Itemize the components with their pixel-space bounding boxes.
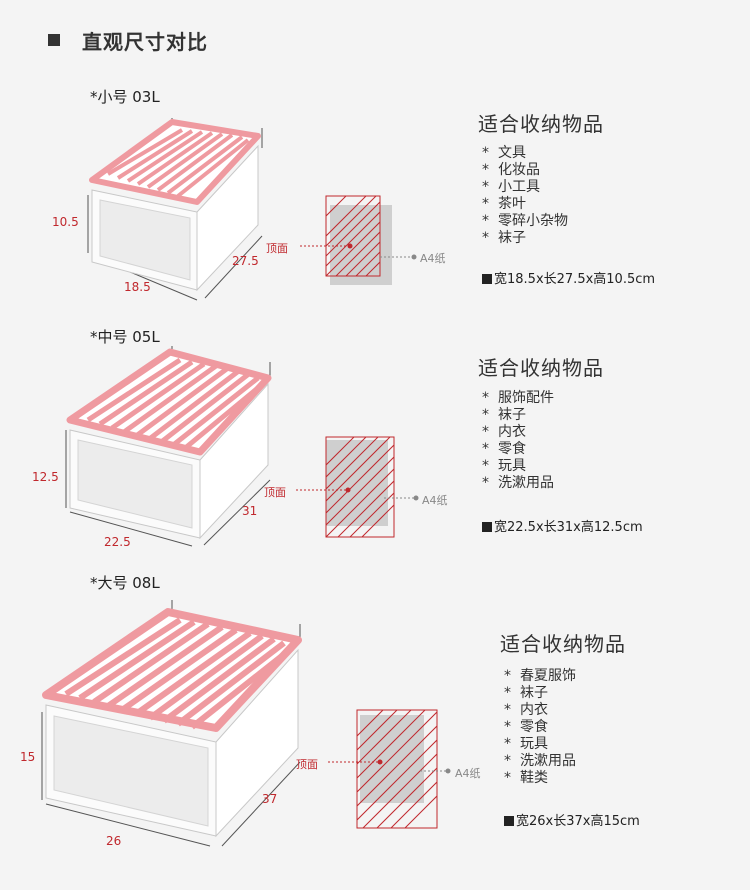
suitable-items-list: *服饰配件 *袜子 *内衣 *零食 *玩具 *洗漱用品 [482, 390, 554, 492]
width-dimension: 18.5 [124, 280, 151, 294]
list-item: *玩具 [482, 458, 526, 474]
list-item: *文具 [482, 145, 526, 161]
depth-dimension: 31 [242, 504, 258, 518]
a4-paper-rect [360, 715, 424, 803]
height-dimension: 12.5 [32, 470, 59, 484]
list-item: *内衣 [482, 424, 526, 440]
top-face-label: 顶面 [266, 242, 288, 255]
size-label: *中号 05L [90, 328, 160, 346]
suitable-items-list: *春夏服饰 *袜子 *内衣 *零食 *玩具 *洗漱用品 *鞋类 [504, 668, 576, 787]
dimension-spec: 宽26x长37x高15cm [504, 810, 640, 829]
top-face-rect [325, 436, 395, 538]
list-item: *零碎小杂物 [482, 213, 568, 229]
list-item: *鞋类 [504, 770, 548, 786]
top-face-label: 顶面 [264, 486, 286, 499]
suitable-items-title: 适合收纳物品 [500, 632, 626, 656]
list-item: *玩具 [504, 736, 548, 752]
a4-paper-label: A4纸 [455, 767, 481, 780]
a4-paper-label: A4纸 [422, 494, 448, 507]
spec-bullet-icon [482, 274, 492, 284]
suitable-items-title: 适合收纳物品 [478, 112, 604, 136]
list-item: *内衣 [504, 702, 548, 718]
width-dimension: 26 [106, 834, 122, 848]
page-title: 直观尺寸对比 [82, 30, 208, 54]
depth-dimension: 37 [262, 792, 278, 806]
dimension-spec: 宽22.5x长31x高12.5cm [482, 516, 643, 535]
list-item: *袜子 [482, 407, 526, 423]
top-face-label: 顶面 [296, 758, 318, 771]
list-item: *春夏服饰 [504, 668, 576, 684]
list-item: *小工具 [482, 179, 540, 195]
list-item: *袜子 [504, 685, 548, 701]
depth-dimension: 27.5 [232, 254, 259, 268]
suitable-items-list: *文具 *化妆品 *小工具 *茶叶 *零碎小杂物 *袜子 [482, 145, 568, 247]
width-dimension: 22.5 [104, 535, 131, 549]
list-item: *零食 [482, 441, 526, 457]
list-item: *零食 [504, 719, 548, 735]
spec-bullet-icon [482, 522, 492, 532]
list-item: *洗漱用品 [482, 475, 554, 491]
list-item: *化妆品 [482, 162, 540, 178]
list-item: *洗漱用品 [504, 753, 576, 769]
header-square-icon [48, 34, 60, 46]
size-label: *大号 08L [90, 574, 160, 592]
suitable-items-title: 适合收纳物品 [478, 356, 604, 380]
list-item: *袜子 [482, 230, 526, 246]
height-dimension: 15 [20, 750, 36, 764]
spec-bullet-icon [504, 816, 514, 826]
dimension-spec: 宽18.5x长27.5x高10.5cm [482, 268, 655, 287]
a4-paper-label: A4纸 [420, 252, 446, 265]
list-item: *服饰配件 [482, 390, 554, 406]
height-dimension: 10.5 [52, 215, 79, 229]
drawer-illustration [65, 346, 419, 547]
size-label: *小号 03L [90, 88, 160, 106]
list-item: *茶叶 [482, 196, 526, 212]
drawer-illustration [87, 118, 417, 301]
